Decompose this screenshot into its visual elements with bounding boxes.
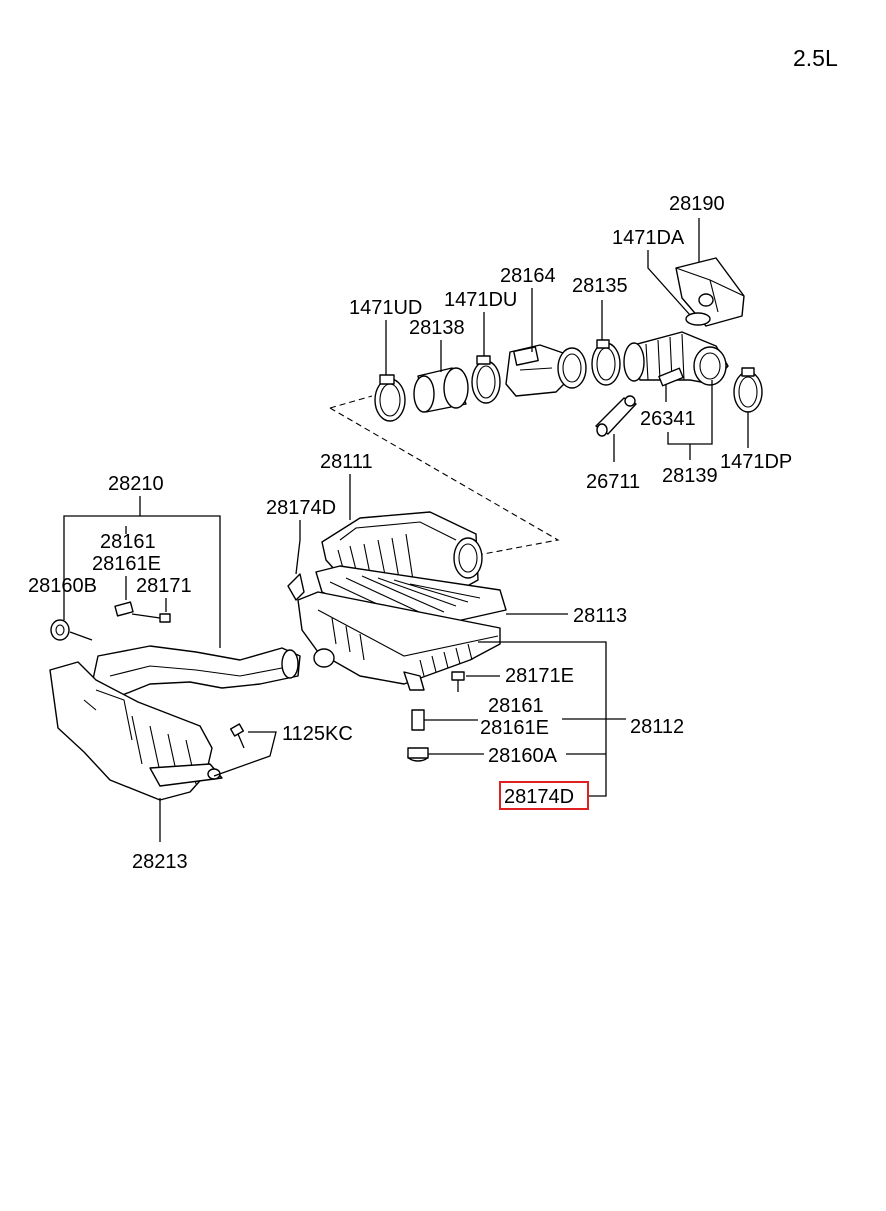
label-1471ud: 1471UD [349, 297, 422, 319]
label-28161-left: 28161 [100, 531, 156, 553]
label-28135: 28135 [572, 275, 628, 297]
engine-variant-label: 2.5L [793, 45, 838, 71]
leader-28210-bracket [63, 515, 221, 648]
clamp-ring-1471da[interactable] [685, 312, 711, 326]
clip-28174d-top[interactable] [287, 573, 305, 601]
label-28174d-highlight: 28174D [504, 786, 574, 808]
label-1125kc: 1125KC [282, 723, 353, 745]
hose-clamp-1471dp[interactable] [733, 367, 763, 413]
nipple-26341[interactable] [658, 367, 684, 387]
insulator-28160a[interactable] [407, 747, 429, 762]
label-28138: 28138 [409, 317, 465, 339]
label-1471dp: 1471DP [720, 451, 792, 473]
label-28174d-top: 28174D [266, 497, 336, 519]
label-28171: 28171 [136, 575, 192, 597]
resonator-part[interactable] [675, 257, 745, 327]
case-mount-tab [403, 671, 425, 691]
label-28210: 28210 [108, 473, 164, 495]
label-28112: 28112 [630, 716, 684, 738]
dashed-guide-top [329, 395, 373, 409]
label-28161e-right: 28161E [480, 717, 549, 739]
label-28161e-left: 28161E [92, 553, 161, 575]
hose-clamp-28135[interactable] [591, 339, 621, 386]
leader-28160b [69, 631, 93, 641]
bolt-1125kc[interactable] [229, 723, 245, 749]
breather-hose-26711[interactable] [595, 395, 637, 437]
air-cleaner-case-28112[interactable] [297, 591, 501, 685]
hose-clamp-1471du[interactable] [471, 355, 501, 404]
label-26341: 26341 [640, 408, 696, 430]
label-28139: 28139 [662, 465, 718, 487]
collar-28161-right[interactable] [411, 709, 425, 731]
leader-28174d-top [295, 520, 301, 575]
label-28190: 28190 [669, 193, 725, 215]
intake-hose-28139[interactable] [623, 331, 729, 386]
label-26711: 26711 [586, 471, 640, 493]
label-28164: 28164 [500, 265, 556, 287]
air-flow-sensor-part[interactable] [505, 344, 587, 397]
label-1471du: 1471DU [444, 289, 517, 311]
leader-1471da [647, 250, 691, 316]
duct-28138[interactable] [413, 367, 469, 413]
label-28160b: 28160B [28, 575, 97, 597]
hose-clamp-1471ud[interactable] [374, 374, 406, 422]
highlight-box-28174d[interactable] [499, 781, 589, 810]
label-28161-right: 28161 [488, 695, 544, 717]
collar-28161-left[interactable] [114, 601, 134, 617]
label-28213: 28213 [132, 851, 188, 873]
inlet-duct-28210[interactable] [91, 645, 301, 701]
bolt-28171e[interactable] [451, 671, 465, 692]
label-28111: 28111 [320, 451, 373, 473]
resonator-28213[interactable] [49, 661, 223, 801]
bolt-28171[interactable] [131, 613, 171, 623]
insulator-28160b[interactable] [50, 619, 70, 641]
label-28171e: 28171E [505, 665, 574, 687]
label-28160a: 28160A [488, 745, 558, 767]
label-28113: 28113 [573, 605, 627, 627]
dashed-guide-diagonal [329, 407, 560, 556]
label-1471da: 1471DA [612, 227, 685, 249]
leader-1125kc [213, 731, 277, 777]
